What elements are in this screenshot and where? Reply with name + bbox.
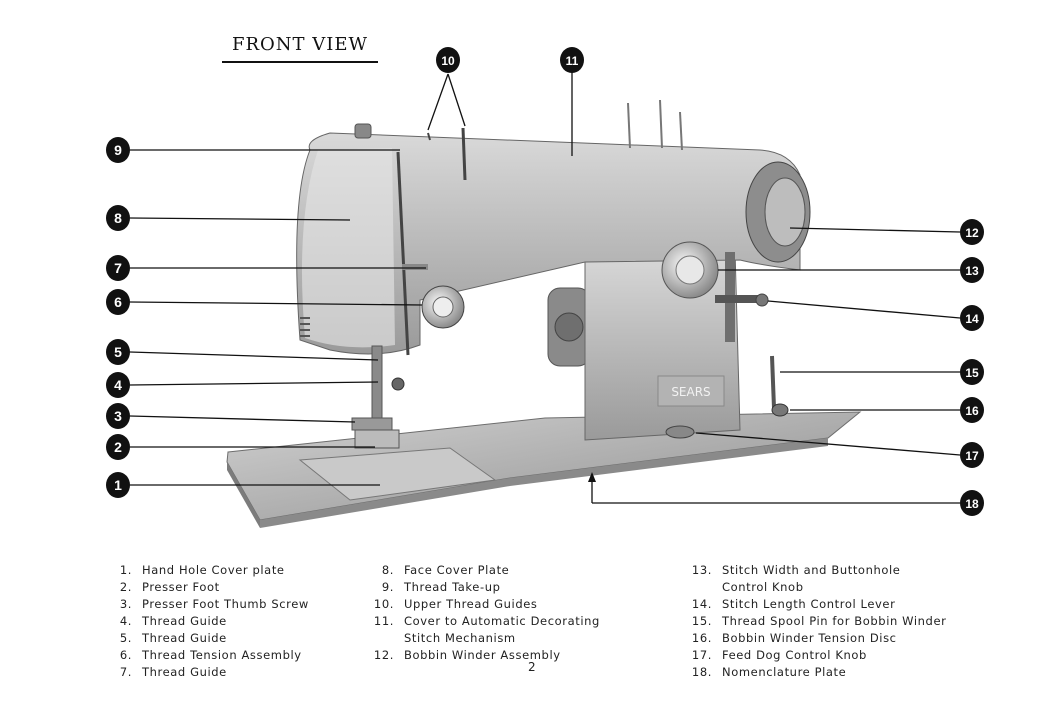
- legend-text: Thread Guide: [142, 664, 227, 681]
- callout-9-label: 9: [114, 142, 122, 158]
- legend-item: Stitch Mechanism: [368, 630, 600, 647]
- legend-item: 13.Stitch Width and Buttonhole: [686, 562, 946, 579]
- legend-text: Control Knob: [722, 579, 804, 596]
- leader-10b: [448, 74, 465, 126]
- legend-number: 14.: [686, 596, 722, 613]
- callout-14-label: 14: [965, 312, 979, 326]
- callout-4-label: 4: [114, 377, 122, 393]
- legend-item: 8.Face Cover Plate: [368, 562, 600, 579]
- leader-5: [130, 352, 378, 360]
- callout-8-label: 8: [114, 210, 122, 226]
- callout-12-label: 12: [965, 226, 979, 240]
- legend-item: 15.Thread Spool Pin for Bobbin Winder: [686, 613, 946, 630]
- legend-item: 17.Feed Dog Control Knob: [686, 647, 946, 664]
- legend-item: 16.Bobbin Winder Tension Disc: [686, 630, 946, 647]
- legend-text: Nomenclature Plate: [722, 664, 846, 681]
- legend-text: Presser Foot Thumb Screw: [142, 596, 309, 613]
- callout-17-label: 17: [965, 449, 979, 463]
- legend-item: 14.Stitch Length Control Lever: [686, 596, 946, 613]
- leader-12: [790, 228, 960, 232]
- face-cover-plate: [302, 148, 395, 347]
- legend-number: 13.: [686, 562, 722, 579]
- leader-3: [130, 416, 355, 422]
- page-number: 2: [528, 660, 536, 674]
- legend-number: 3.: [106, 596, 142, 613]
- legend-item: 3.Presser Foot Thumb Screw: [106, 596, 309, 613]
- legend-number: 6.: [106, 647, 142, 664]
- leader-10a: [428, 74, 448, 130]
- legend-number: 12.: [368, 647, 404, 664]
- legend-text: Cover to Automatic Decorating: [404, 613, 600, 630]
- legend-text: Thread Spool Pin for Bobbin Winder: [722, 613, 946, 630]
- leader-14: [768, 301, 960, 318]
- legend-item: 6.Thread Tension Assembly: [106, 647, 309, 664]
- legend-column-1: 1.Hand Hole Cover plate2.Presser Foot3.P…: [106, 562, 309, 681]
- legend-number: 11.: [368, 613, 404, 630]
- legend-item: 9.Thread Take-up: [368, 579, 600, 596]
- legend-number: 4.: [106, 613, 142, 630]
- legend-item: 5.Thread Guide: [106, 630, 309, 647]
- leader-4: [130, 382, 378, 385]
- badge-text: SEARS: [671, 385, 710, 399]
- callout-16-label: 16: [965, 404, 979, 418]
- legend-text: Thread Guide: [142, 630, 227, 647]
- callout-15-label: 15: [965, 366, 979, 380]
- callout-11-label: 11: [566, 54, 579, 68]
- callout-1-label: 1: [114, 477, 122, 493]
- callout-13-label: 13: [965, 264, 979, 278]
- legend-item: 2.Presser Foot: [106, 579, 309, 596]
- legend-item: 18.Nomenclature Plate: [686, 664, 946, 681]
- legend-item: 1.Hand Hole Cover plate: [106, 562, 309, 579]
- legend-text: Presser Foot: [142, 579, 220, 596]
- legend-text: Bobbin Winder Tension Disc: [722, 630, 897, 647]
- legend-number: 16.: [686, 630, 722, 647]
- legend-number: 1.: [106, 562, 142, 579]
- legend-number: 5.: [106, 630, 142, 647]
- legend-number: 8.: [368, 562, 404, 579]
- callout-18-label: 18: [965, 497, 979, 511]
- legend-text: Bobbin Winder Assembly: [404, 647, 561, 664]
- legend-text: Face Cover Plate: [404, 562, 509, 579]
- legend-number: 18.: [686, 664, 722, 681]
- callout-6-label: 6: [114, 294, 122, 310]
- legend-number: 7.: [106, 664, 142, 681]
- callout-7-label: 7: [114, 260, 122, 276]
- legend-item: 7.Thread Guide: [106, 664, 309, 681]
- callout-10-label: 10: [441, 54, 455, 68]
- legend-number: 15.: [686, 613, 722, 630]
- legend-text: Thread Tension Assembly: [142, 647, 302, 664]
- legend-text: Thread Take-up: [404, 579, 501, 596]
- legend-item: Control Knob: [686, 579, 946, 596]
- legend-text: Thread Guide: [142, 613, 227, 630]
- legend-number: 9.: [368, 579, 404, 596]
- legend-text: Stitch Mechanism: [404, 630, 516, 647]
- legend-text: Feed Dog Control Knob: [722, 647, 867, 664]
- legend-text: Stitch Length Control Lever: [722, 596, 895, 613]
- legend-item: 10.Upper Thread Guides: [368, 596, 600, 613]
- legend-number: 17.: [686, 647, 722, 664]
- callout-2-label: 2: [114, 439, 122, 455]
- legend-text: Hand Hole Cover plate: [142, 562, 285, 579]
- legend-number: 2.: [106, 579, 142, 596]
- callout-3-label: 3: [114, 408, 122, 424]
- callout-5-label: 5: [114, 344, 122, 360]
- legend-number: 10.: [368, 596, 404, 613]
- legend-text: Upper Thread Guides: [404, 596, 538, 613]
- legend-text: Stitch Width and Buttonhole: [722, 562, 900, 579]
- legend-item: 11.Cover to Automatic Decorating: [368, 613, 600, 630]
- legend-item: 12.Bobbin Winder Assembly: [368, 647, 600, 664]
- legend-item: 4.Thread Guide: [106, 613, 309, 630]
